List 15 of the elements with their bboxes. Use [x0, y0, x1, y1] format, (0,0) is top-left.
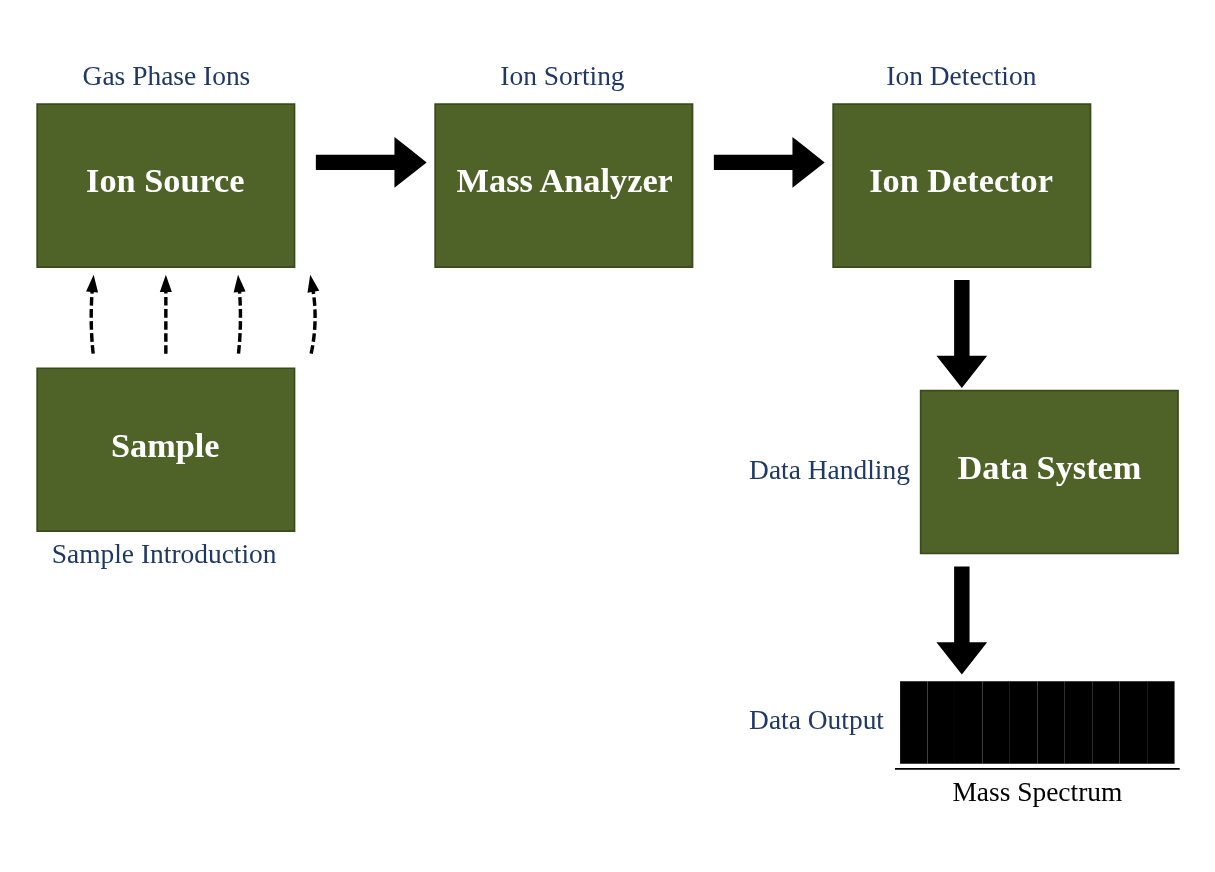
node-label: Ion Detection: [886, 60, 1037, 91]
node-label: Sample Introduction: [51, 539, 277, 570]
arrow: [159, 274, 172, 354]
node-label: Ion Sorting: [500, 60, 625, 91]
arrow: [307, 274, 320, 354]
arrow: [233, 274, 246, 354]
node-label: Gas Phase Ions: [82, 60, 251, 91]
arrow: [936, 566, 988, 675]
arrow: [713, 137, 825, 188]
node-label: Mass Spectrum: [952, 777, 1123, 808]
arrow: [86, 274, 99, 354]
arrow: [936, 279, 988, 388]
arrow: [315, 137, 427, 188]
node-label: Data Output: [749, 705, 884, 736]
node-label: Data Handling: [749, 454, 910, 485]
